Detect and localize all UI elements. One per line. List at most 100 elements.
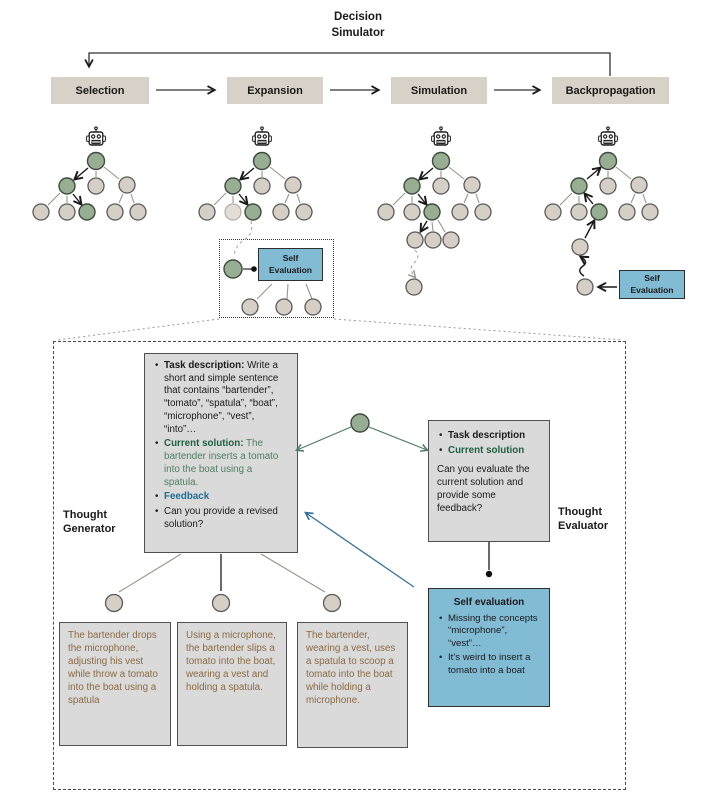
tree-node <box>544 203 562 221</box>
tree-node-green <box>58 177 76 195</box>
self-evaluation-panel: Self evaluation Missing the concepts “mi… <box>428 588 550 707</box>
tree-node <box>630 176 648 194</box>
self-evaluation-bullet-text: It’s weird to insert a tomato into a boa… <box>448 652 531 676</box>
tree-node <box>442 231 460 249</box>
tree-node <box>641 203 659 221</box>
stage-flow-arrows <box>84 52 611 95</box>
self-evaluation-title: Self evaluation <box>453 597 525 608</box>
tree-node <box>599 177 617 195</box>
tree-node-green <box>78 203 96 221</box>
thought-evaluator-line2: Evaluator <box>558 520 609 533</box>
tree-node-green <box>431 151 451 171</box>
thought-generator-line2: Generator <box>63 523 116 536</box>
solution-box-1: The bartender drops the microphone, adju… <box>59 622 171 746</box>
tree-node <box>405 278 423 296</box>
self-evaluation-line1: Self <box>282 253 299 264</box>
solution-box-2: Using a microphone, the bartender slips … <box>177 622 287 746</box>
self-evaluation-line2: Evaluation <box>269 264 312 275</box>
backprop-curvy-arrow <box>578 255 590 277</box>
self-evaluation-box-backprop: Self Evaluation <box>619 270 685 299</box>
tree-node <box>118 176 136 194</box>
self-evaluation-line2: Evaluation <box>630 284 674 295</box>
self-evaluation-line1: Self <box>644 273 660 284</box>
tree-node <box>106 203 124 221</box>
tree-node <box>618 203 636 221</box>
expansion-detail-box <box>219 239 334 318</box>
thought-evaluator-label: Thought Evaluator <box>558 505 608 534</box>
stage-selection: Selection <box>51 77 149 104</box>
tree-node-green <box>86 151 106 171</box>
current-solution-label: Current solution: <box>164 438 244 450</box>
tree-node <box>284 176 302 194</box>
tree-node-faded <box>224 203 242 221</box>
stage-expansion-label: Expansion <box>247 84 303 97</box>
tree-node <box>58 203 76 221</box>
solution-box-3: The bartender, wearing a vest, uses a sp… <box>297 622 408 748</box>
generator-revise-bullet: Can you provide a revised solution? <box>153 506 289 531</box>
tree-node <box>377 203 395 221</box>
page-title-line2: Simulator <box>331 26 385 39</box>
self-evaluation-bullet: Missing the concepts “microphone”, “vest… <box>437 613 541 650</box>
current-solution-text: The bartender inserts a tomato into the … <box>164 438 282 488</box>
generator-solution-bullet: Current solution: The bartender inserts … <box>153 438 289 489</box>
tree-node <box>406 231 424 249</box>
tree-node <box>32 203 50 221</box>
robot-icon <box>431 126 451 146</box>
task-description-label: Task description: <box>164 360 245 371</box>
tree-node-green <box>590 203 608 221</box>
self-evaluation-bullet: It’s weird to insert a tomato into a boa… <box>437 652 541 677</box>
robot-icon <box>252 126 272 146</box>
thought-evaluator-line1: Thought <box>558 506 602 518</box>
tree-node <box>87 177 105 195</box>
stage-simulation-label: Simulation <box>410 84 468 97</box>
self-evaluation-bullet-text: Missing the concepts “microphone”, “vest… <box>448 613 538 649</box>
tree-node-green <box>244 203 262 221</box>
page-title-line1: Decision <box>334 11 382 23</box>
tree-node <box>272 203 290 221</box>
tree-node-green <box>224 177 242 195</box>
tree-node <box>403 203 421 221</box>
zoom-detail-box <box>53 341 626 790</box>
feedback-label: Feedback <box>164 491 210 503</box>
stage-backpropagation-label: Backpropagation <box>565 84 656 97</box>
tree-node <box>432 177 450 195</box>
tree-node-green <box>423 203 441 221</box>
solution-text-3: The bartender, wearing a vest, uses a sp… <box>306 630 396 706</box>
evaluator-solution-bullet: Current solution <box>437 445 542 458</box>
tree-node <box>570 203 588 221</box>
tree-node <box>424 231 442 249</box>
stage-selection-label: Selection <box>75 84 125 97</box>
page-title: Decision Simulator <box>287 10 429 41</box>
tree-node <box>253 177 271 195</box>
tree-node <box>463 176 481 194</box>
zoom-connector-lines <box>56 318 624 341</box>
thought-generator-label: Thought Generator <box>63 508 116 537</box>
self-evaluation-box-expansion: Self Evaluation <box>258 248 323 281</box>
tree-node-green <box>403 177 421 195</box>
evaluator-prompt-panel: Task description Current solution Can yo… <box>428 420 550 542</box>
robot-icon <box>598 126 618 146</box>
thought-generator-line1: Thought <box>63 509 107 521</box>
task-description-label: Task description <box>448 430 526 441</box>
tree-node <box>474 203 492 221</box>
tree-selection <box>32 151 147 221</box>
tree-node <box>129 203 147 221</box>
tree-node-green <box>598 151 618 171</box>
revise-text: Can you provide a revised solution? <box>164 506 278 530</box>
tree-node <box>451 203 469 221</box>
stage-expansion: Expansion <box>227 77 323 104</box>
generator-task-bullet: Task description: Write a short and simp… <box>153 360 289 436</box>
evaluator-question: Can you evaluate the current solution an… <box>437 464 530 514</box>
solution-text-2: Using a microphone, the bartender slips … <box>186 630 276 693</box>
task-description-text: Write a short and simple sentence that c… <box>164 360 282 435</box>
backprop-to-selection-loop <box>84 52 611 76</box>
robot-icon <box>86 126 106 146</box>
tree-node <box>576 278 594 296</box>
tree-node <box>571 238 589 256</box>
evaluator-task-bullet: Task description <box>437 430 542 443</box>
tree-simulation <box>377 151 492 296</box>
rollout-squiggle <box>408 249 419 279</box>
stage-simulation: Simulation <box>391 77 487 104</box>
tree-node-green <box>570 177 588 195</box>
tree-node <box>198 203 216 221</box>
